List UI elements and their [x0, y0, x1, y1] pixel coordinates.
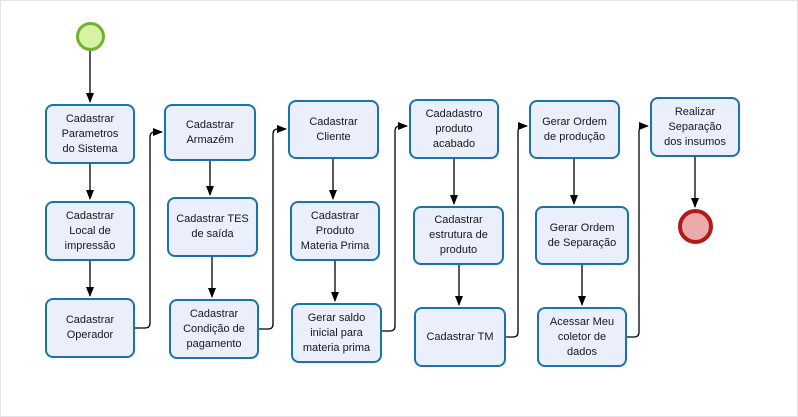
- task-label: Cadastrar Cliente: [309, 115, 358, 143]
- task-label: Cadadastro produto acabado: [425, 107, 483, 150]
- task-label: Acessar Meu coletor de dados: [549, 315, 615, 358]
- start-event-circle: [76, 22, 105, 51]
- task-cadastrar-estrutura-de-produto: Cadastrar estrutura de produto: [413, 206, 504, 265]
- task-realizar-separacao-dos-insumos: Realizar Separação dos insumos: [650, 97, 740, 157]
- task-cadastrar-armazem: Cadastrar Armazém: [164, 104, 256, 161]
- task-cadastrar-cliente: Cadastrar Cliente: [288, 100, 379, 159]
- task-gerar-ordem-de-producao: Gerar Ordem de produção: [529, 100, 620, 159]
- task-cadastrar-parametros-do-sistema: Cadastrar Parametros do Sistema: [45, 104, 135, 164]
- task-cadadastro-produto-acabado: Cadadastro produto acabado: [409, 99, 499, 159]
- connector-gerar-saldo-to-produto-acabado: [382, 122, 408, 332]
- end-event-circle: [678, 209, 713, 244]
- task-label: Cadastrar Armazém: [185, 118, 235, 146]
- connector-tm-to-ordem-producao: [506, 122, 528, 338]
- task-gerar-saldo-inicial-materia-prima: Gerar saldo inicial para materia prima: [291, 303, 382, 363]
- task-label: Cadastrar estrutura de produto: [429, 214, 488, 256]
- task-cadastrar-local-de-impressao: Cadastrar Local de impressão: [45, 201, 135, 261]
- connector-coletor-to-realizar-separacao: [627, 122, 649, 338]
- task-label: Cadastrar Local de impressão: [64, 209, 116, 252]
- task-label: Cadastrar Produto Materia Prima: [300, 209, 370, 252]
- task-label: Cadastrar Parametros do Sistema: [61, 112, 119, 155]
- connector-operador-to-armazem: [135, 128, 163, 329]
- task-label: Cadastrar TES de saída: [176, 213, 249, 240]
- task-cadastrar-tes-de-saida: Cadastrar TES de saída: [167, 197, 258, 257]
- task-label: Cadastrar Condição de pagamento: [183, 307, 245, 350]
- task-label: Cadastrar Operador: [65, 314, 115, 341]
- task-cadastrar-condicao-de-pagamento: Cadastrar Condição de pagamento: [169, 299, 259, 359]
- task-gerar-ordem-de-separacao: Gerar Ordem de Separação: [535, 206, 629, 265]
- task-cadastrar-produto-materia-prima: Cadastrar Produto Materia Prima: [290, 201, 380, 261]
- task-label: Gerar saldo inicial para materia prima: [302, 311, 371, 354]
- task-label: Realizar Separação dos insumos: [664, 105, 726, 148]
- task-acessar-meu-coletor-de-dados: Acessar Meu coletor de dados: [537, 307, 627, 367]
- task-cadastrar-operador: Cadastrar Operador: [45, 298, 135, 358]
- task-label: Gerar Ordem de produção: [542, 115, 607, 143]
- connector-condicao-pagamento-to-cliente: [259, 125, 287, 330]
- task-label: Cadastrar TM: [426, 330, 494, 343]
- task-label: Gerar Ordem de Separação: [547, 221, 617, 249]
- task-cadastrar-tm: Cadastrar TM: [414, 307, 506, 367]
